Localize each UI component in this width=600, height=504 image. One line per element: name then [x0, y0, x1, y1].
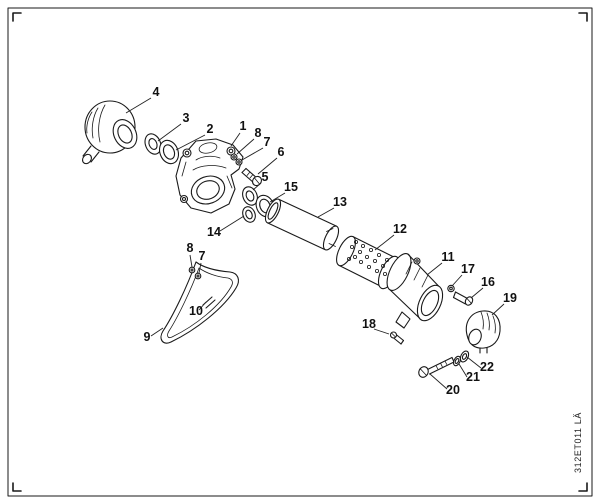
part-label-12: 12 — [393, 222, 407, 236]
part-drawing-5-washer — [242, 186, 258, 206]
leader-line-8 — [236, 138, 255, 155]
leader-line-11 — [426, 262, 443, 276]
part-drawing-20-screw — [418, 356, 455, 378]
part-drawing-9-wire-guard — [160, 261, 239, 344]
leader-line-22 — [466, 356, 482, 369]
part-label-11: 11 — [441, 250, 454, 264]
leader-line-15 — [269, 192, 286, 203]
corner-mark-bottom-right — [578, 482, 588, 492]
part-label-4: 4 — [153, 85, 160, 99]
part-label-13: 13 — [333, 195, 347, 209]
part-drawing-18-screw — [389, 331, 405, 345]
part-drawing-11-clutch-housing — [386, 253, 444, 329]
leader-line-5 — [252, 182, 262, 191]
part-label-10: 10 — [189, 304, 203, 318]
part-label-8: 8 — [187, 241, 194, 255]
part-label-16: 16 — [481, 275, 495, 289]
part-drawing-1-gear-housing — [175, 138, 244, 214]
part-label-5: 5 — [262, 170, 269, 184]
leader-line-17 — [451, 274, 463, 287]
leader-line-19 — [491, 303, 505, 316]
part-label-20: 20 — [446, 383, 460, 397]
part-label-3: 3 — [183, 111, 190, 125]
part-drawing-19-cap — [465, 310, 501, 354]
leader-line-13 — [317, 207, 335, 218]
part-label-6: 6 — [278, 145, 285, 159]
part-label-21: 21 — [466, 370, 480, 384]
part-drawing-14-washer — [242, 206, 256, 223]
leader-line-16 — [470, 287, 484, 299]
leader-line-14 — [219, 215, 245, 232]
leader-line-10 — [198, 301, 207, 311]
part-label-9: 9 — [144, 330, 151, 344]
corner-mark-top-right — [578, 12, 588, 22]
part-drawing-7-washer — [235, 158, 243, 166]
leader-line-6 — [257, 157, 278, 175]
leader-line-4 — [125, 97, 152, 114]
part-label-15: 15 — [284, 180, 298, 194]
leader-line-18 — [373, 328, 390, 335]
part-label-17: 17 — [461, 262, 475, 276]
corner-mark-bottom-left — [12, 482, 22, 492]
leader-line-7 — [241, 147, 264, 161]
leader-line-7 — [198, 262, 202, 274]
leader-line-12 — [374, 234, 395, 251]
part-drawing-3-washer — [144, 133, 162, 155]
part-drawing-8-washer — [230, 153, 238, 161]
corner-mark-top-left — [12, 12, 22, 22]
leader-line-21 — [458, 363, 468, 378]
drum-holes — [346, 239, 389, 276]
plate-code: 312ET011 LÄ — [573, 412, 583, 473]
leader-line-9 — [150, 327, 164, 337]
part-label-19: 19 — [503, 291, 517, 305]
part-drawing-17-washer — [447, 284, 455, 293]
part-label-1: 1 — [240, 119, 247, 133]
part-label-2: 2 — [207, 122, 214, 136]
part-drawing-2-ring — [158, 139, 180, 165]
parts-drawings — [82, 100, 501, 378]
part-label-7: 7 — [264, 135, 271, 149]
part-label-8: 8 — [255, 126, 262, 140]
leader-line-20 — [429, 373, 448, 390]
part-drawing-4-clutch-drum — [82, 100, 138, 165]
part-drawing-16-screw — [452, 291, 474, 306]
part-drawing-6-screw — [241, 167, 263, 187]
leader-line-3 — [157, 123, 182, 142]
page-border — [7, 7, 593, 497]
part-label-18: 18 — [362, 317, 376, 331]
part-drawing-13-sleeve — [264, 198, 340, 251]
leader-line-1 — [230, 132, 241, 147]
part-drawing-21-washer — [452, 355, 462, 367]
part-label-14: 14 — [207, 225, 221, 239]
part-label-7: 7 — [199, 249, 206, 263]
part-label-22: 22 — [480, 360, 494, 374]
leader-line-8 — [189, 254, 193, 268]
leader-line-2 — [175, 134, 206, 151]
